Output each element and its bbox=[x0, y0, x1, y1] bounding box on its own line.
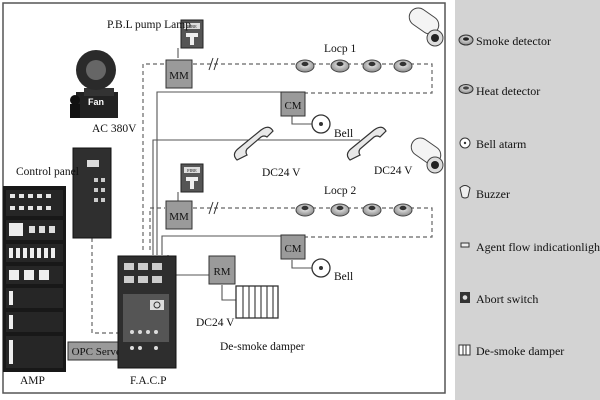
legend-label: Bell atarm bbox=[476, 137, 527, 151]
svg-text:RM: RM bbox=[213, 266, 230, 278]
facp-cabinet bbox=[117, 255, 177, 369]
legend-label: Heat detector bbox=[476, 84, 540, 98]
telephone-handset-icon bbox=[233, 126, 274, 161]
legend-label: Buzzer bbox=[476, 187, 510, 201]
buzzer-icon bbox=[459, 185, 471, 199]
legend-bell: Bell atarm bbox=[459, 137, 527, 151]
svg-text:CM: CM bbox=[284, 243, 301, 255]
bell-icon bbox=[311, 258, 331, 278]
telephone-handset-icon bbox=[346, 126, 387, 161]
legend-damper: De-smoke damper bbox=[458, 344, 564, 358]
fire-box-label: FIRE bbox=[187, 24, 197, 29]
legend: Smoke detector Heat detector Bell atarm … bbox=[458, 34, 600, 358]
damper-icon bbox=[458, 344, 471, 356]
pump-lamp-label: P.B.L pump Lamp bbox=[107, 19, 191, 31]
bell-label: Bell bbox=[334, 128, 353, 140]
loop1-detectors bbox=[295, 59, 413, 73]
opc-server-label: OPC Server bbox=[72, 346, 125, 358]
svg-text:CM: CM bbox=[284, 100, 301, 112]
legend-flow-light: Agent flow indicationlight bbox=[460, 240, 600, 254]
facp-label: F.A.C.P bbox=[130, 375, 166, 387]
svg-text:MM: MM bbox=[169, 70, 189, 82]
ac-380v-label: AC 380V bbox=[92, 123, 137, 135]
dc24v-label: DC24 V bbox=[374, 165, 413, 177]
loop2-label: Locp 2 bbox=[324, 185, 357, 197]
fan-label: Fan bbox=[88, 97, 104, 107]
rm-module: RM bbox=[208, 255, 236, 285]
cm-module-1: CM bbox=[280, 91, 306, 117]
de-smoke-damper-label: De-smoke damper bbox=[220, 341, 305, 353]
legend-panel bbox=[455, 0, 600, 400]
svg-text:MM: MM bbox=[169, 211, 189, 223]
opc-server-box: OPC Server bbox=[67, 341, 129, 361]
control-panel-label: Control panel bbox=[16, 166, 79, 178]
dc24v-label: DC24 V bbox=[262, 167, 301, 179]
de-smoke-damper-icon bbox=[235, 285, 279, 319]
mm-module-1: MM bbox=[165, 59, 193, 89]
camera-icon bbox=[408, 7, 444, 47]
line-break-marks bbox=[208, 57, 219, 215]
legend-heat-detector: Heat detector bbox=[458, 84, 540, 98]
bell-icon bbox=[311, 114, 331, 134]
dc24v-label: DC24 V bbox=[196, 317, 235, 329]
camera-icon bbox=[410, 137, 444, 174]
fire-box-label: FIRE bbox=[187, 168, 197, 173]
cm-module-2: CM bbox=[280, 234, 306, 260]
amp-label: AMP bbox=[20, 375, 45, 387]
flow-light-icon bbox=[460, 242, 470, 248]
legend-label: Abort switch bbox=[476, 292, 538, 306]
fan-unit-icon: Fan bbox=[70, 50, 118, 118]
fire-pull-station-icon: FIRE bbox=[180, 163, 204, 193]
legend-label: De-smoke damper bbox=[476, 344, 564, 358]
legend-label: Smoke detector bbox=[476, 34, 551, 48]
amp-rack bbox=[3, 186, 66, 372]
mm-module-2: MM bbox=[165, 200, 193, 230]
bell-label: Bell bbox=[334, 271, 353, 283]
loop1-label: Locp 1 bbox=[324, 43, 357, 55]
legend-smoke-detector: Smoke detector bbox=[458, 34, 551, 48]
legend-abort-switch: Abort switch bbox=[460, 292, 538, 306]
legend-buzzer: Buzzer bbox=[459, 185, 510, 201]
control-panel-cabinet bbox=[72, 147, 112, 239]
fire-pull-station-icon: FIRE bbox=[180, 19, 204, 49]
legend-label: Agent flow indicationlight bbox=[476, 240, 600, 254]
loop2-detectors bbox=[295, 203, 413, 217]
